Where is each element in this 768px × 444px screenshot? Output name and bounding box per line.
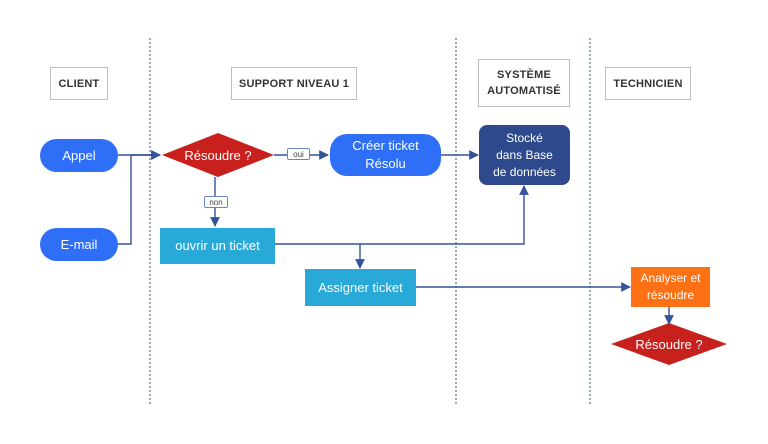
decision-diamond-shape-2 [611, 323, 727, 365]
edge-label-oui: oui [287, 148, 310, 160]
node-assigner-ticket: Assigner ticket [305, 269, 416, 306]
node-stocke-base: Stocké dans Base de données [479, 125, 570, 185]
lane-header-technicien: TECHNICIEN [605, 67, 691, 100]
node-appel: Appel [40, 139, 118, 172]
node-email: E-mail [40, 228, 118, 261]
decision-resoudre-1: Résoudre ? [184, 147, 252, 163]
edge-email-resoudre [118, 150, 161, 245]
lane-header-client: CLIENT [50, 67, 108, 100]
node-ouvrir-ticket: ouvrir un ticket [160, 228, 275, 264]
node-creer-ticket: Créer ticket Résolu [330, 134, 441, 176]
decision-resoudre-2: Résoudre ? [635, 336, 703, 352]
node-analyser-resoudre: Analyser et résoudre [631, 267, 710, 307]
decision-diamond-shape-1 [162, 133, 274, 177]
edge-label-non: non [204, 196, 228, 208]
lane-header-systeme: SYSTÈME AUTOMATISÉ [478, 59, 570, 107]
edge-ouvrir-stocke [275, 185, 529, 245]
lane-header-support: SUPPORT NIVEAU 1 [231, 67, 357, 100]
